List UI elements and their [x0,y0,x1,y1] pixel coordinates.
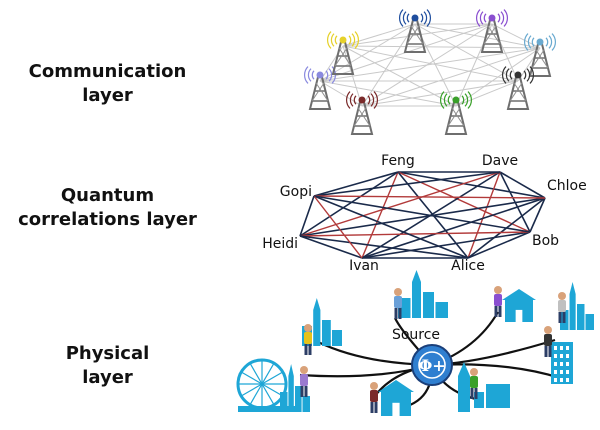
radio-tower-icon [476,9,508,53]
quantum-layer-label-line1: Quantum [60,185,155,206]
communication-link [361,23,416,107]
node-label-feng: Feng [381,153,415,169]
radio-tower-icon [440,91,472,135]
correlation-edge [299,197,546,237]
node-label-ivan: Ivan [349,258,379,274]
correlation-edge [299,231,531,237]
person-icon [558,292,566,323]
correlation-edge [299,171,399,237]
radio-tower-icon [502,66,534,110]
correlation-edge [499,171,546,199]
communication-link [342,23,416,47]
node-label-bob: Bob [532,233,559,249]
correlation-edge [299,235,363,259]
communication-link [455,80,519,107]
communication-link [342,45,457,107]
node-label-chloe: Chloe [547,178,587,194]
radio-tower-icon [346,91,378,135]
city-skyline-icon [398,270,448,318]
node-label-dave: Dave [482,153,518,169]
correlation-edge [313,195,469,259]
communication-link [319,23,416,82]
communication-layer-label-line1: Communication [28,61,187,82]
communication-link [319,47,541,82]
source-label: Source [392,327,440,343]
radio-tower-icon [399,9,431,53]
radio-tower-icon [327,31,359,75]
quantum-layer-label-line2: correlations layer [18,209,197,230]
person-icon [544,326,552,357]
correlation-edge [467,171,501,259]
correlation-edges [299,171,546,259]
quantum-layer-label: Quantum correlations layer [0,184,215,232]
node-label-gopi: Gopi [280,184,312,200]
communication-layer-label: Communication layer [0,60,215,108]
person-icon [370,382,378,413]
correlation-edge [467,231,531,259]
correlation-edge [313,195,546,199]
person-icon [394,288,402,319]
entangled-source-icon: Φ+ [411,344,453,386]
communication-layer-graphic [304,9,556,135]
physical-layer-label: Physical layer [0,342,215,390]
house-icon [378,380,414,416]
communication-link [414,23,519,82]
communication-link [414,23,541,49]
correlation-edge [299,171,501,237]
physical-layer-label-line1: Physical [65,343,150,364]
correlation-edge [299,195,315,237]
correlation-edge [361,231,531,259]
physical-layer-label-line2: layer [82,367,133,388]
person-icon [494,286,502,317]
house-icon [502,289,536,322]
physical-layer-graphic: Φ+ Source [236,270,594,416]
communication-layer-label-line2: layer [82,85,133,106]
node-label-heidi: Heidi [262,236,298,252]
communication-link [319,80,457,107]
correlation-edge [313,195,363,259]
correlation-edge [313,171,501,197]
person-icon [304,324,312,355]
node-label-alice: Alice [451,258,485,274]
person-icon [470,368,478,399]
correlation-edge [313,171,399,197]
radio-tower-icon [524,33,556,77]
communication-link [342,45,541,49]
city-buildings-icon [458,362,510,412]
apartment-building-icon [551,342,573,384]
communication-link [361,80,519,107]
correlation-edge [299,235,469,259]
communication-link [342,45,519,82]
person-icon [300,366,308,397]
communication-link [361,47,541,107]
correlation-edge [313,195,531,233]
city-skyline-icon [280,364,310,412]
correlation-edge [529,197,546,233]
correlation-edge [397,171,546,199]
ferris-wheel-icon [236,358,298,412]
source-symbol: Φ+ [418,356,445,375]
